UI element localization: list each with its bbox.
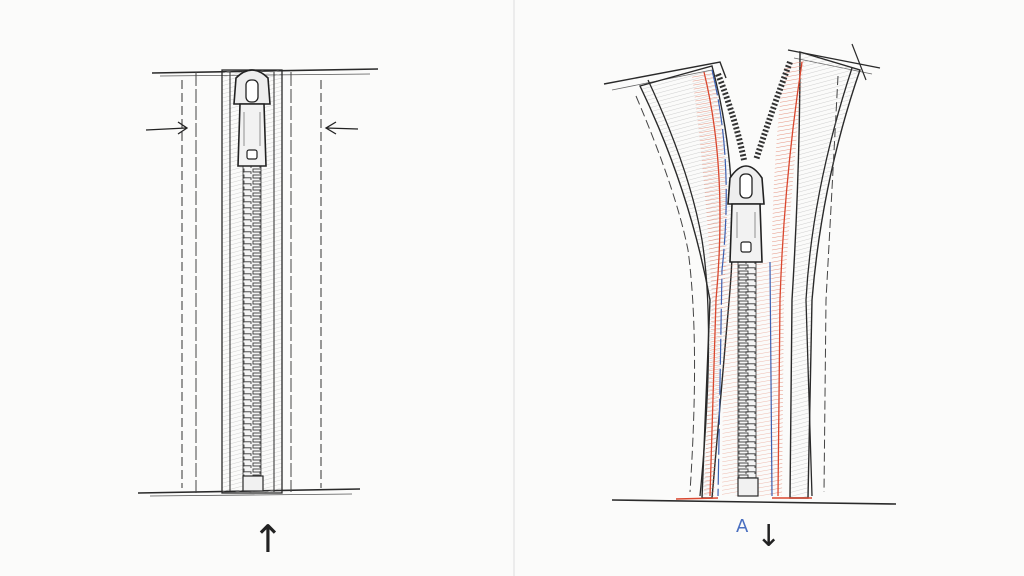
right-zipper-slider: [727, 165, 765, 263]
right-bottom-stop: [737, 477, 759, 497]
right-top-edge-l: [603, 61, 727, 85]
left-teeth-chain: [242, 165, 262, 477]
right-teeth-chain: [737, 261, 757, 479]
closed-zipper-panel: ↑: [137, 68, 379, 561]
teeth-branch-left: [715, 72, 747, 161]
right-side-arrow: [324, 121, 359, 135]
left-side-arrow: [145, 121, 189, 135]
right-flap-left-stitch: [635, 95, 696, 493]
teeth-branch-right: [753, 60, 793, 161]
left-zipper-slider: [233, 69, 271, 167]
right-bottom-letter-mark: A: [736, 516, 749, 537]
right-bottom-hem-red: [675, 497, 719, 500]
right-flap-right-stitch: [823, 75, 839, 493]
open-zipper-panel: A ↓: [603, 43, 897, 554]
left-bottom-stop: [242, 475, 264, 492]
right-top-tick: [851, 43, 867, 81]
left-bottom-arrow-mark: ↑: [252, 517, 284, 561]
right-flap-right-outer: [805, 67, 853, 497]
blue-line-right: [769, 261, 773, 497]
right-flap-left-outer: [647, 79, 710, 497]
red-line-left: [703, 71, 721, 497]
right-bottom-arrow-mark: ↓: [756, 519, 781, 554]
left-bottom-hem-2: [149, 493, 353, 497]
red-line-right: [777, 61, 803, 497]
right-bottom-hem: [611, 499, 897, 505]
blue-line-left: [711, 69, 727, 497]
